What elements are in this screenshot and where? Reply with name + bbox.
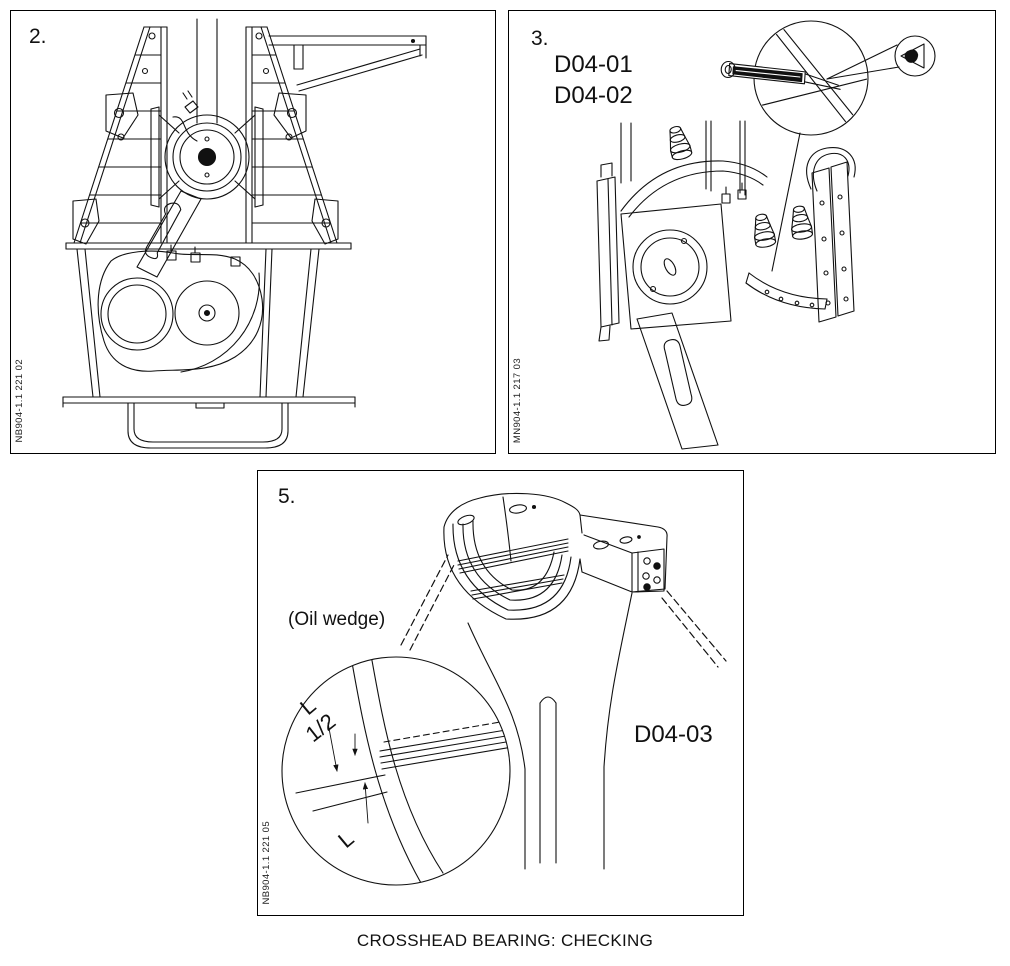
crosshead-isometric-drawing <box>596 20 936 450</box>
engine-cross-section-drawing <box>62 18 427 449</box>
oil-wedge-detail-drawing: L 1/2 L <box>281 492 727 886</box>
leader-dashes <box>400 554 727 668</box>
oil-wedge-label: (Oil wedge) <box>288 609 386 630</box>
panel-2-number: 2. <box>29 25 47 48</box>
oil-wedge-detail-circle <box>281 656 511 886</box>
magnifier-circle <box>753 20 869 272</box>
panel-5: 5. (Oil wedge) D04-03 NB904-1.1 221 05 <box>257 470 744 916</box>
ref-label-d04-03: D04-03 <box>634 721 713 748</box>
page-caption: CROSSHEAD BEARING: CHECKING <box>356 931 654 950</box>
feeler-gauge-icon <box>720 60 841 90</box>
panel-2: 2. NB904-1.1 221 02 <box>10 10 496 454</box>
panel-3: 3. D04-01 D04-02 MN904-1.1 217 03 <box>508 10 996 454</box>
panel-5-number: 5. <box>278 485 296 508</box>
ref-label-d04-01: D04-01 <box>554 51 633 78</box>
inspect-eye-icon <box>826 35 936 80</box>
panel-3-number: 3. <box>531 27 549 50</box>
ref-label-d04-02: D04-02 <box>554 82 633 109</box>
dim-label-L-bottom: L <box>333 826 358 853</box>
